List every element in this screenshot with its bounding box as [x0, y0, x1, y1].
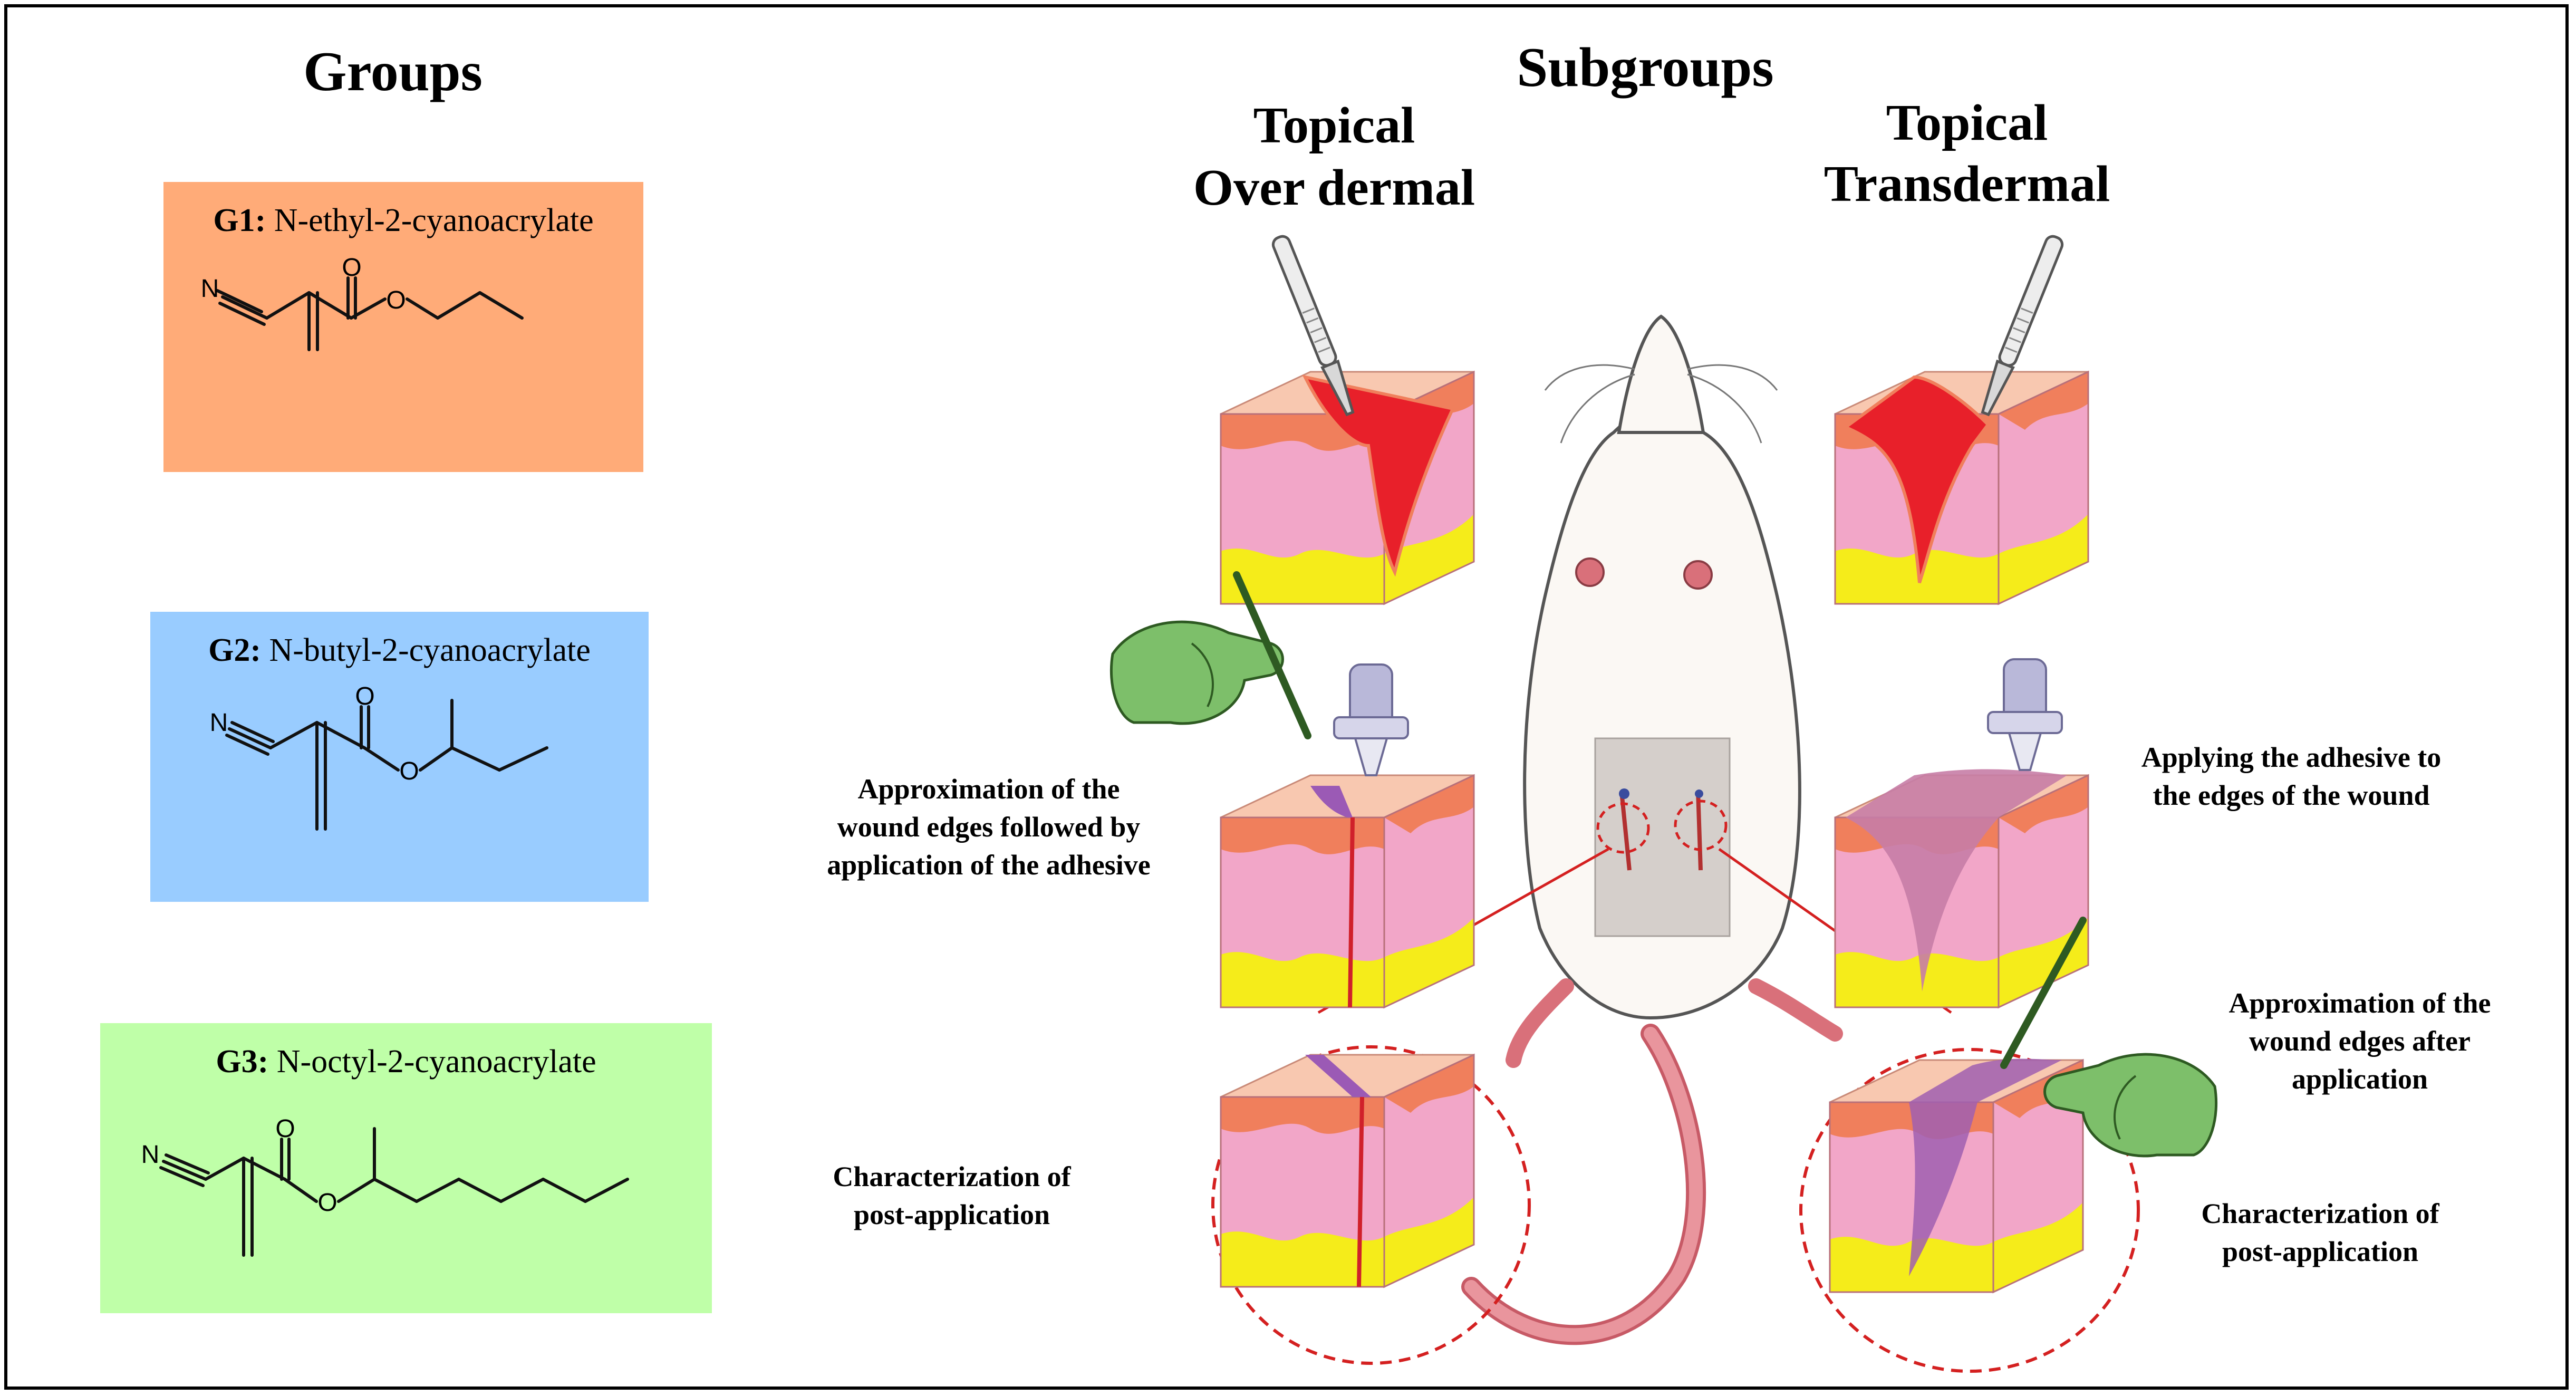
svg-text:O: O — [342, 254, 361, 282]
ethyl-cyanoacrylate-structure: N O O — [201, 254, 524, 351]
callout-circle-right — [1799, 1048, 2140, 1373]
applicator-left-icon — [1333, 663, 1409, 776]
rat-illustration — [1461, 314, 1843, 1345]
glove-left-icon — [1111, 622, 1282, 724]
group-g3-box: G3: N-octyl-2-cyanoacrylate N O O — [100, 1023, 712, 1313]
svg-text:O: O — [355, 682, 374, 710]
group-g3-name: G3: N-octyl-2-cyanoacrylate — [216, 1044, 596, 1080]
svg-text:N: N — [210, 709, 228, 737]
topical-transdermal-line1: Topical — [1886, 94, 2048, 151]
svg-text:N: N — [141, 1141, 160, 1169]
group-g1-box: G1: N-ethyl-2-cyanoacrylate N O O — [163, 182, 643, 472]
skin-adhesive-transdermal — [1834, 769, 2089, 1008]
forceps-right-icon — [2000, 917, 2087, 1069]
label-characterization-right: Characterization of post-application — [2201, 1198, 2439, 1267]
label-approx-after: Approximation of the wound edges after a… — [2228, 987, 2491, 1095]
svg-text:O: O — [399, 757, 419, 785]
topical-over-dermal-line1: Topical — [1253, 97, 1415, 154]
subgroups-heading: Subgroups — [1517, 36, 1774, 98]
label-characterization-left: Characterization of post-application — [833, 1161, 1071, 1230]
octyl-cyanoacrylate-structure: N O O — [141, 1115, 629, 1257]
svg-text:N: N — [201, 275, 219, 303]
butyl-cyanoacrylate-structure: N O O — [210, 682, 548, 831]
label-applying-adhesive: Applying the adhesive to the edges of th… — [2141, 742, 2442, 811]
skin-result-over-dermal — [1220, 1054, 1475, 1288]
groups-heading: Groups — [303, 41, 483, 102]
topical-over-dermal-line2: Over dermal — [1193, 159, 1475, 216]
skin-incision-transdermal — [1834, 371, 2089, 605]
skin-incision-over-dermal — [1220, 371, 1475, 605]
callout-circle-left — [1211, 1045, 1531, 1365]
group-g1-name: G1: N-ethyl-2-cyanoacrylate — [213, 203, 594, 238]
topical-transdermal-line2: Transdermal — [1824, 156, 2110, 213]
skin-adhesive-over-dermal — [1220, 774, 1475, 1008]
group-g2-box: G2: N-butyl-2-cyanoacrylate N O O — [150, 612, 649, 902]
skin-result-transdermal — [1829, 1058, 2084, 1293]
applicator-right-icon — [1987, 658, 2063, 771]
svg-text:O: O — [275, 1115, 295, 1143]
label-approx-then-apply: Approximation of the wound edges followe… — [827, 773, 1151, 881]
svg-text:O: O — [386, 286, 406, 314]
group-g2-name: G2: N-butyl-2-cyanoacrylate — [208, 632, 591, 668]
figure-frame — [4, 4, 2569, 1390]
svg-text:O: O — [317, 1189, 337, 1217]
forceps-left-icon — [1233, 571, 1311, 739]
shaved-back-photo — [1594, 737, 1731, 937]
